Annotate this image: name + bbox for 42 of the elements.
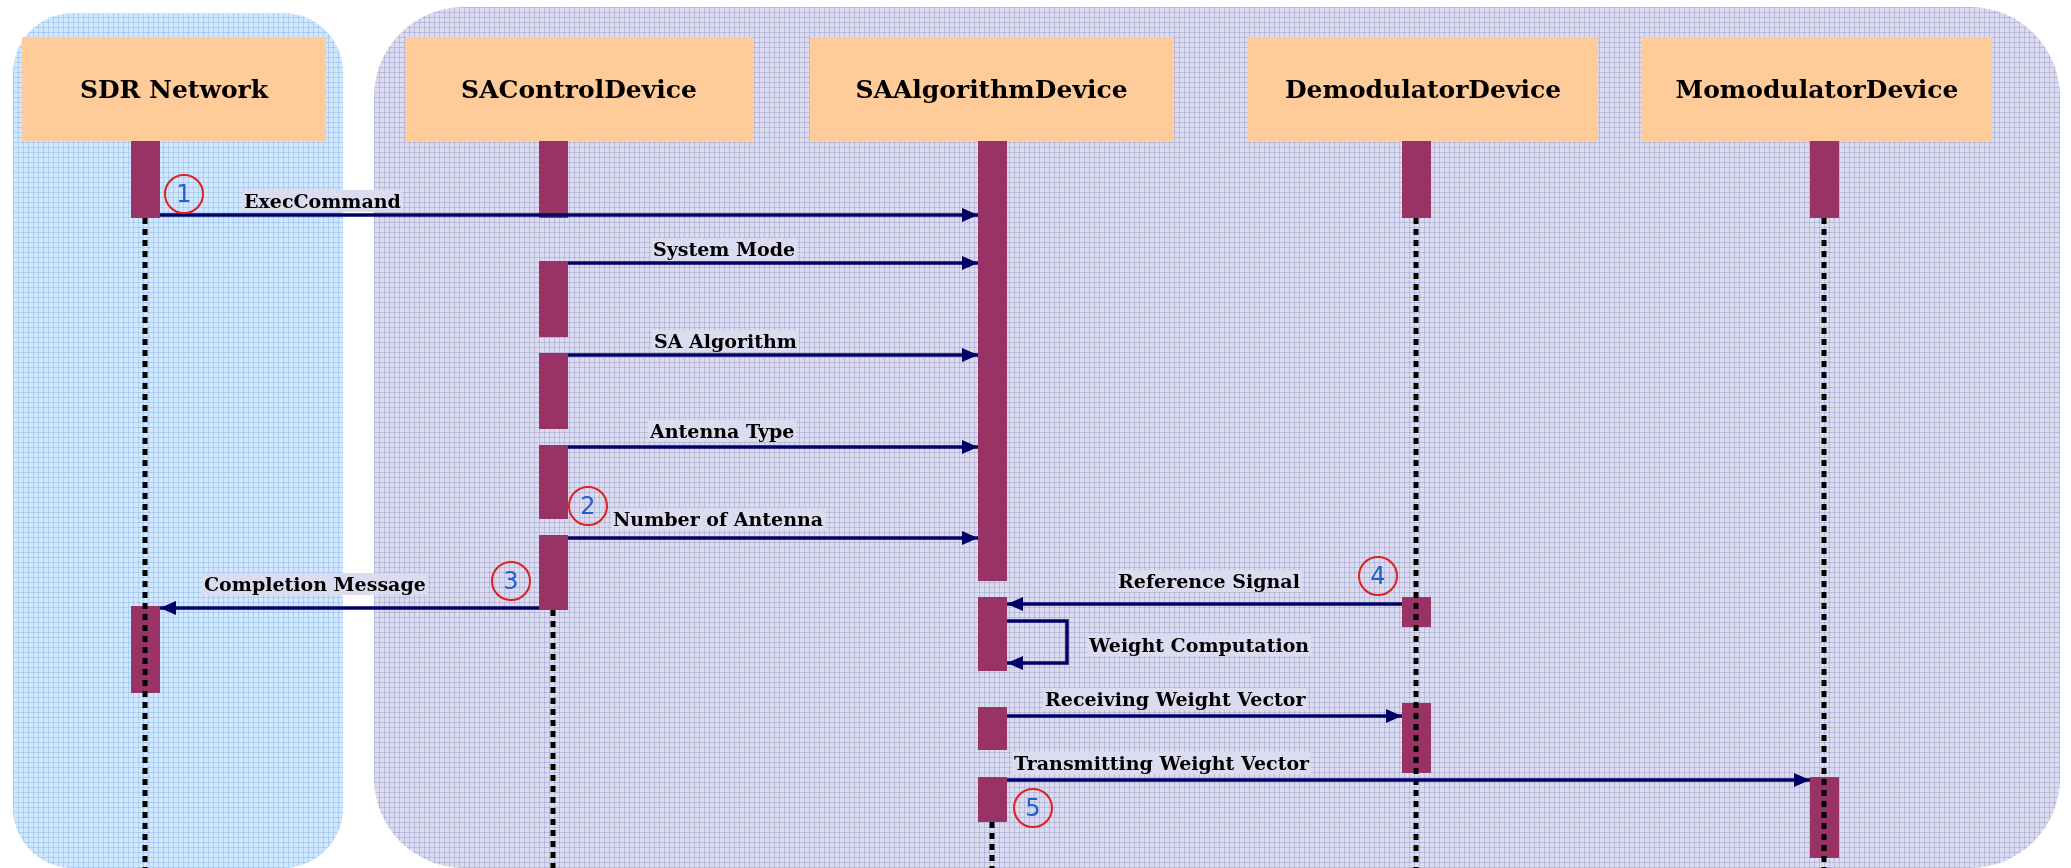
message-arrow bbox=[1007, 619, 1069, 670]
edge-label: SA Algorithm bbox=[652, 330, 799, 352]
edge-label: ExecCommand bbox=[242, 190, 403, 212]
edge-label: Reference Signal bbox=[1116, 570, 1302, 592]
callout-number: 3 bbox=[491, 561, 531, 601]
activation-bar bbox=[539, 445, 568, 519]
activation-bar bbox=[978, 141, 1007, 581]
lifeline-header: SAControlDevice bbox=[405, 37, 753, 141]
activation-bar bbox=[539, 353, 568, 429]
activation-bar bbox=[539, 261, 568, 337]
edge-label: Weight Computation bbox=[1087, 634, 1312, 656]
activation-bar bbox=[978, 597, 1007, 671]
callout-number: 4 bbox=[1358, 556, 1398, 596]
edge-label: Number of Antenna bbox=[611, 508, 826, 530]
edge-label: Antenna Type bbox=[648, 420, 797, 442]
activation-bar bbox=[978, 707, 1007, 750]
edge-label: Receiving Weight Vector bbox=[1043, 688, 1308, 710]
message-arrow bbox=[160, 601, 539, 615]
message-arrow bbox=[568, 531, 978, 545]
edge-label: Completion Message bbox=[202, 573, 428, 595]
lifeline-header: DemodulatorDevice bbox=[1248, 37, 1598, 141]
callout-number: 2 bbox=[568, 486, 608, 526]
message-arrow bbox=[160, 208, 978, 222]
callout-number: 5 bbox=[1013, 788, 1053, 828]
activation-bar bbox=[978, 777, 1007, 822]
message-arrow bbox=[568, 440, 978, 454]
activation-bar bbox=[1810, 141, 1839, 218]
edge-label: Transmitting Weight Vector bbox=[1012, 752, 1312, 774]
lifeline-header: MomodulatorDevice bbox=[1642, 37, 1992, 141]
activation-bar bbox=[1402, 141, 1431, 218]
message-arrow bbox=[568, 256, 978, 270]
activation-bar bbox=[131, 141, 160, 218]
message-arrow bbox=[1007, 773, 1810, 787]
lifeline-header: SDR Network bbox=[22, 37, 326, 141]
message-arrow bbox=[568, 348, 978, 362]
message-arrow bbox=[1007, 709, 1402, 723]
message-arrow bbox=[1007, 597, 1402, 611]
activation-bar bbox=[539, 535, 568, 610]
edge-label: System Mode bbox=[651, 238, 798, 260]
activation-bar bbox=[539, 141, 568, 218]
lifeline-header: SAAlgorithmDevice bbox=[810, 37, 1173, 141]
callout-number: 1 bbox=[164, 174, 204, 214]
